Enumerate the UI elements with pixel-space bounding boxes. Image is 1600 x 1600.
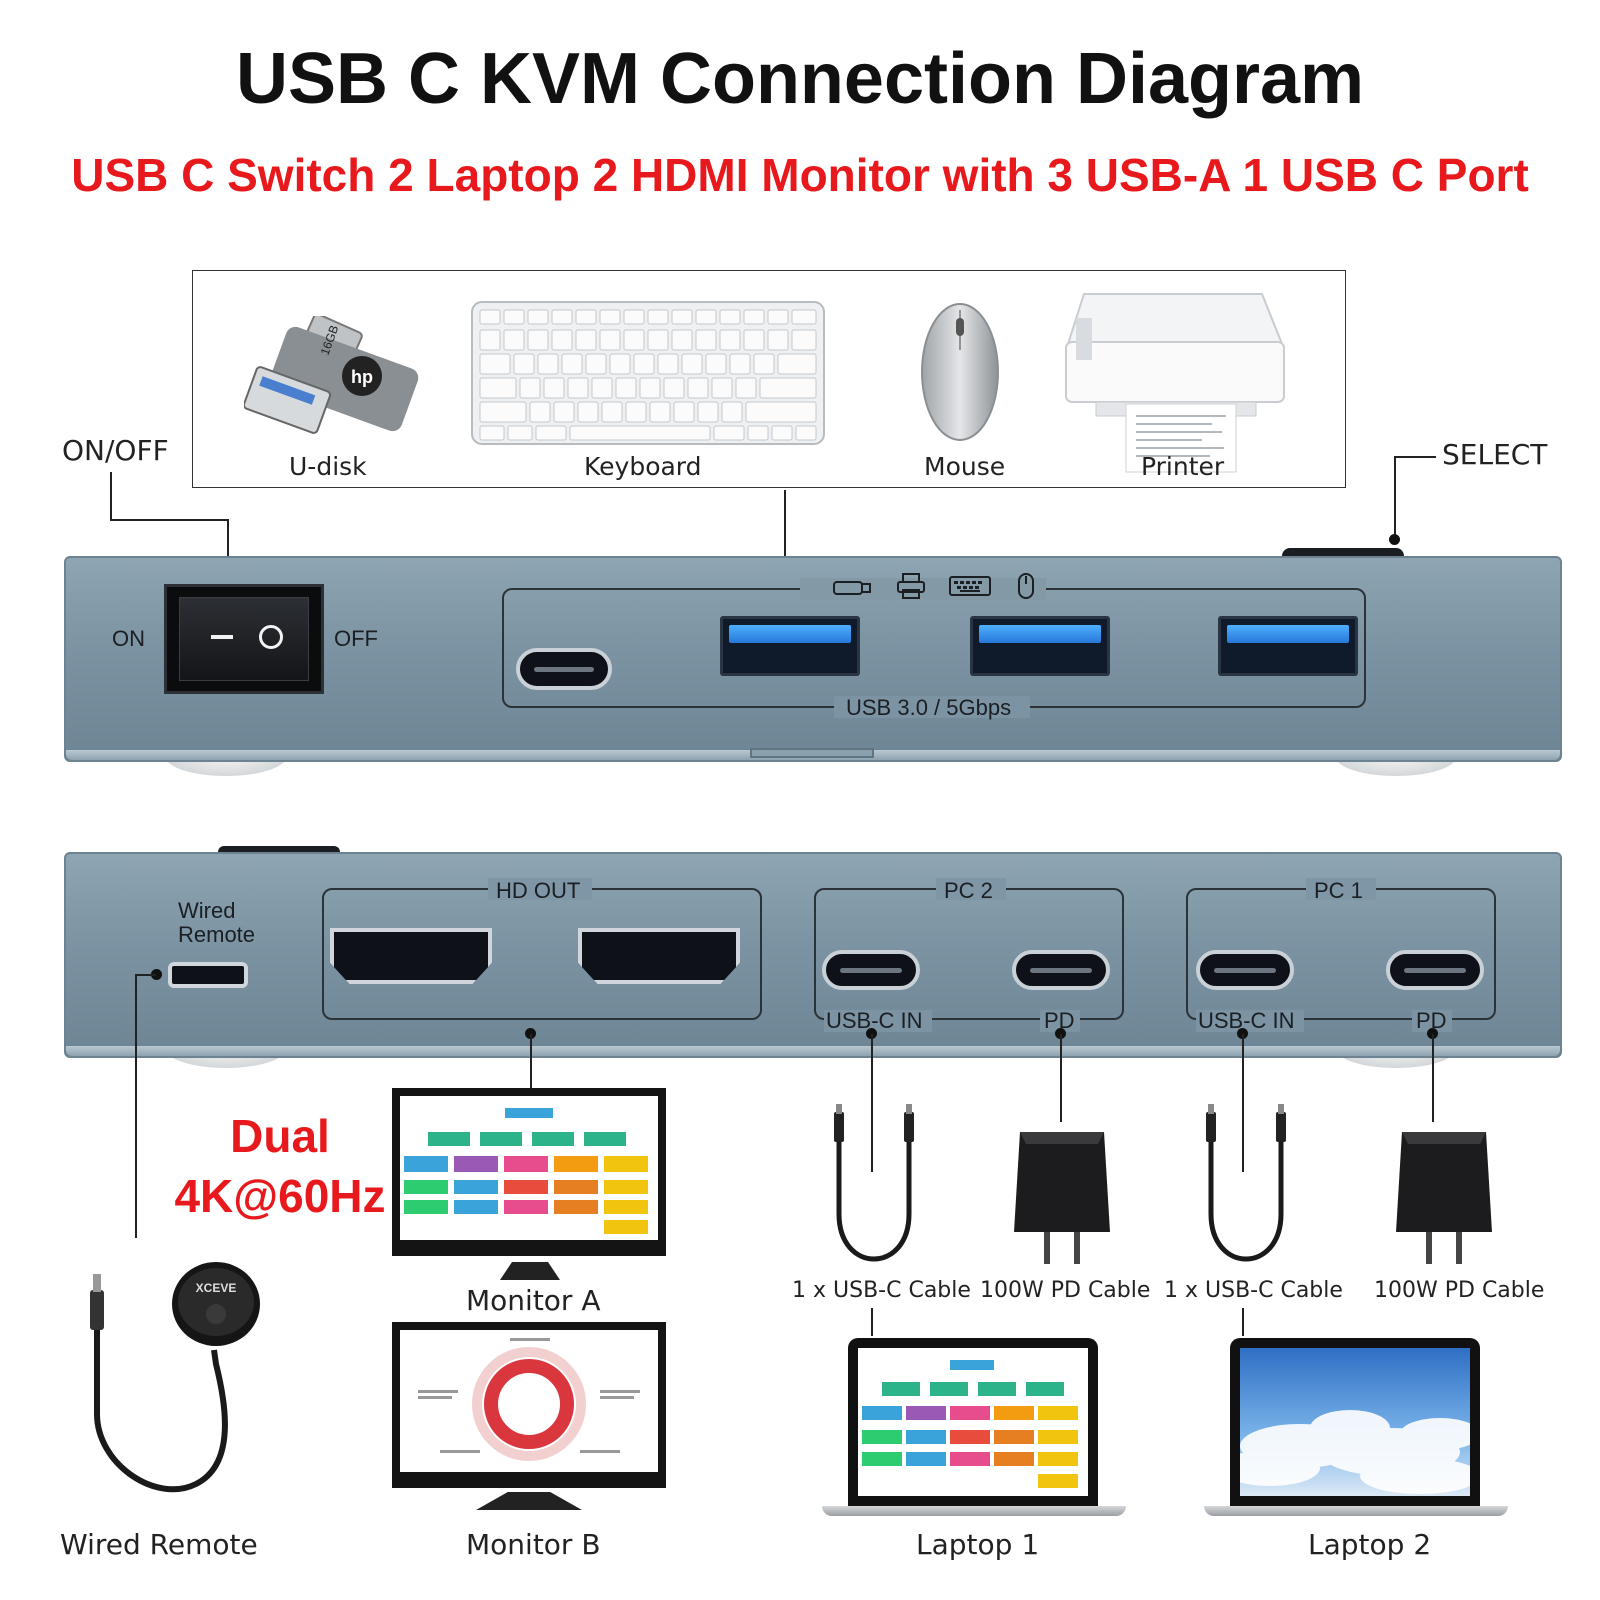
udisk-icon: hp 16GB: [244, 316, 419, 434]
laptop-1-org-chart: [858, 1348, 1088, 1496]
pd-charger-icon-2: [1396, 1132, 1492, 1264]
pd-charger-icon-1: [1014, 1132, 1110, 1264]
hdmi-port-a: [330, 928, 492, 984]
laptop-2-screen: [1220, 1338, 1480, 1506]
pc1-usbc-in-port: [1196, 950, 1294, 990]
printer-icon: [1065, 293, 1285, 473]
udisk-brand: hp: [351, 367, 373, 387]
usb-drive-small-icon: [833, 581, 871, 595]
hdmi-port-b: [578, 928, 740, 984]
peripherals-box: [192, 270, 1346, 488]
usb-speed-label: USB 3.0 / 5Gbps: [846, 695, 1012, 720]
laptop-1-label: Laptop 1: [916, 1528, 1040, 1561]
keyboard-label: Keyboard: [584, 452, 702, 481]
mouse-icon: [921, 303, 999, 441]
switch-off-label: OFF: [334, 626, 378, 651]
laptop-1-base: [822, 1506, 1126, 1516]
laptop-2-base: [1204, 1506, 1508, 1516]
pc2-pd-port: [1012, 950, 1110, 990]
keyboard-icon: [471, 301, 825, 445]
pd-cable-label-2: 100W PD Cable: [1374, 1278, 1545, 1303]
hd-out-label: HD OUT: [496, 878, 581, 903]
laptop-1-screen: [848, 1338, 1098, 1506]
power-off-icon: [259, 625, 283, 649]
printer-small-icon: [897, 573, 925, 599]
pc2-usbc-in-port: [822, 950, 920, 990]
pd-cable-label-1: 100W PD Cable: [980, 1278, 1151, 1303]
dual-4k-label-2: 4K@60Hz: [174, 1170, 386, 1222]
printer-label: Printer: [1141, 452, 1225, 481]
power-on-icon: [211, 635, 233, 639]
pc1-label: PC 1: [1314, 878, 1363, 903]
mouse-small-icon: [1018, 573, 1034, 599]
org-chart-image: [404, 1108, 648, 1234]
wired-remote-port: [168, 962, 248, 988]
mouse-label: Mouse: [924, 452, 1006, 481]
pc1-pd-port: [1386, 950, 1484, 990]
wired-remote-port-label-2: Remote: [178, 922, 256, 947]
page-title: USB C KVM Connection Diagram: [235, 39, 1365, 119]
front-usba-port-1: [720, 616, 860, 676]
switch-on-label: ON: [112, 626, 145, 651]
monitor-a-label: Monitor A: [466, 1284, 601, 1317]
laptop-2-label: Laptop 2: [1308, 1528, 1432, 1561]
monitor-b-label: Monitor B: [466, 1528, 601, 1561]
front-slot: [750, 748, 874, 758]
usbc-cable-label-1: 1 x USB-C Cable: [792, 1278, 971, 1303]
usbc-cable-label-2: 1 x USB-C Cable: [1164, 1278, 1343, 1303]
front-usba-port-2: [970, 616, 1110, 676]
front-usbc-port: [516, 648, 612, 690]
front-usba-port-3: [1218, 616, 1358, 676]
investment-chart-image: [418, 1338, 640, 1461]
wired-remote-label: Wired Remote: [60, 1528, 258, 1561]
monitor-a-screen: [392, 1088, 666, 1256]
keyboard-small-icon: [949, 576, 991, 596]
udisk-label: U-disk: [289, 452, 367, 481]
remote-brand: XCEVE: [196, 1281, 237, 1295]
select-callout: SELECT: [1442, 438, 1548, 471]
page-subtitle: USB C Switch 2 Laptop 2 HDMI Monitor wit…: [71, 149, 1529, 201]
wired-remote-port-label-1: Wired: [178, 898, 236, 923]
sky-wallpaper-image: [1220, 1348, 1480, 1496]
usbc-cable-icon-1: [834, 1104, 914, 1262]
power-switch[interactable]: [164, 584, 324, 694]
dual-4k-label-1: Dual: [230, 1110, 330, 1162]
monitor-b-screen: [392, 1322, 666, 1488]
wired-remote-icon: XCEVE: [90, 1262, 260, 1493]
on-off-callout: ON/OFF: [62, 434, 169, 467]
usbc-cable-icon-2: [1206, 1104, 1286, 1262]
pc2-label: PC 2: [944, 878, 993, 903]
